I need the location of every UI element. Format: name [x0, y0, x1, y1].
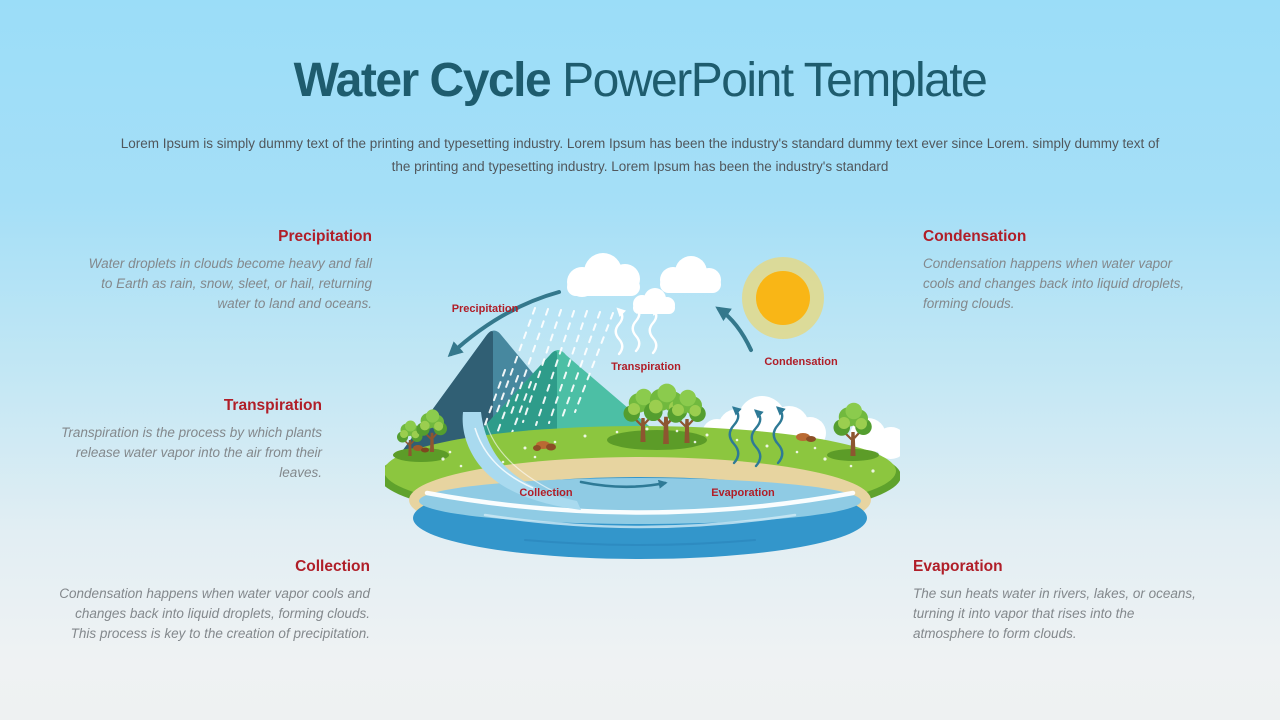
- evaporation-arrows-icon: [728, 406, 786, 468]
- title-bold: Water Cycle: [293, 54, 552, 107]
- diagram-label-precipitation: Precipitation: [451, 303, 519, 315]
- precipitation-arrow-icon: [447, 290, 561, 358]
- rain-icon: [474, 307, 614, 463]
- collection-arrow-icon: [579, 479, 668, 489]
- cloud-icon: [567, 253, 721, 314]
- sun-icon: [742, 257, 824, 339]
- section-transpiration: Transpiration Transpiration is the proce…: [30, 397, 322, 483]
- section-condensation-title: Condensation: [923, 228, 1027, 245]
- diagram-label-condensation: Condensation: [764, 356, 838, 368]
- diagram-label-transpiration: Transpiration: [611, 361, 681, 373]
- water-cycle-illustration: [379, 252, 907, 562]
- grass-details: [393, 382, 879, 473]
- water-cycle-svg: [379, 253, 907, 559]
- section-precipitation-title: Precipitation: [278, 228, 372, 245]
- section-condensation-text: Condensation happens when water vapor co…: [923, 256, 1185, 311]
- section-evaporation-title: Evaporation: [913, 558, 1003, 575]
- section-collection-text: Condensation happens when water vapor co…: [59, 586, 370, 641]
- section-precipitation: Precipitation Water droplets in clouds b…: [80, 228, 372, 314]
- lake: [409, 457, 871, 559]
- section-transpiration-title: Transpiration: [223, 397, 322, 414]
- section-collection-title: Collection: [295, 558, 370, 575]
- diagram-label-collection: Collection: [519, 487, 573, 499]
- section-collection: Collection Condensation happens when wat…: [52, 558, 370, 644]
- page-subtitle: Lorem Ipsum is simply dummy text of the …: [120, 136, 1160, 174]
- river-icon: [462, 412, 581, 510]
- section-condensation: Condensation Condensation happens when w…: [923, 228, 1185, 314]
- section-evaporation: Evaporation The sun heats water in river…: [913, 558, 1203, 644]
- section-evaporation-text: The sun heats water in rivers, lakes, or…: [913, 586, 1196, 641]
- section-transpiration-text: Transpiration is the process by which pl…: [61, 425, 322, 480]
- transpiration-arrows-icon: [614, 304, 661, 356]
- section-precipitation-text: Water droplets in clouds become heavy an…: [88, 256, 372, 311]
- condensation-arrow-icon: [715, 306, 753, 352]
- title-regular: PowerPoint Template: [562, 54, 988, 107]
- diagram-label-evaporation: Evaporation: [711, 487, 775, 499]
